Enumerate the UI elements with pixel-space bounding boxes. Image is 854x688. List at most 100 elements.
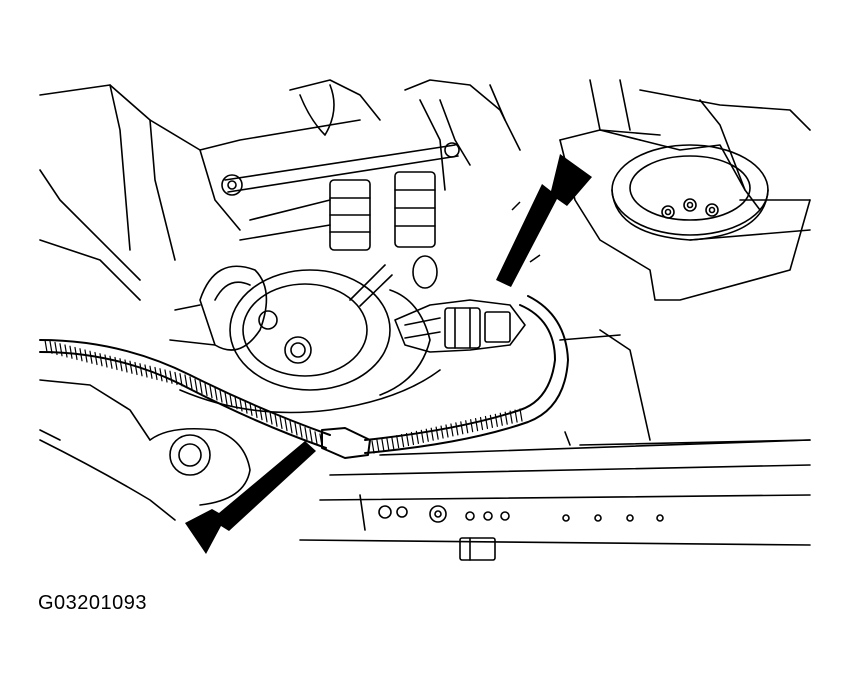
harness-rib	[225, 392, 227, 404]
harness-rib	[65, 345, 67, 357]
harness-rib	[320, 434, 322, 446]
harness-rib	[125, 360, 127, 372]
bolt-icon	[662, 206, 674, 218]
harness-rib	[115, 358, 117, 370]
harness-rib	[500, 413, 502, 425]
harness-rib	[466, 421, 468, 433]
harness-rib	[70, 346, 72, 358]
harness-rib	[446, 425, 448, 437]
harness-rib	[411, 432, 413, 444]
harness-rib	[426, 429, 428, 441]
harness-rib	[382, 439, 384, 451]
harness-rib	[471, 420, 473, 432]
harness-rib	[55, 343, 57, 355]
harness-rib	[505, 412, 507, 424]
harness-rib	[105, 355, 107, 367]
harness-rib	[140, 364, 142, 376]
harness-rib	[180, 374, 182, 386]
harness-rib	[220, 390, 222, 402]
harness-rib	[50, 341, 52, 353]
harness-rib	[461, 422, 463, 434]
harness-rib	[200, 381, 202, 393]
rail-clip	[460, 538, 495, 560]
harness-rib	[215, 388, 217, 400]
harness-rib	[402, 435, 404, 447]
harness-rib	[515, 410, 517, 422]
harness-rib	[210, 386, 212, 398]
harness-rib	[135, 363, 137, 375]
bolt-icon	[706, 204, 718, 216]
harness-rib	[377, 440, 379, 452]
harness-rib	[85, 350, 87, 362]
mounting-rod	[222, 143, 459, 195]
harness-rib	[295, 423, 297, 435]
harness-rib	[230, 395, 232, 407]
harness-rib	[255, 406, 257, 418]
harness-rib	[285, 419, 287, 431]
harness-rib	[481, 418, 483, 430]
harness-rib	[280, 416, 282, 428]
wiring-harness	[40, 296, 568, 458]
harness-rib	[290, 421, 292, 433]
harness-rib	[175, 373, 177, 385]
harness-rib	[485, 416, 487, 428]
harness-rib	[451, 424, 453, 436]
harness-rib	[75, 348, 77, 360]
harness-rib	[490, 415, 492, 427]
harness-rib	[120, 359, 122, 371]
harness-rib	[510, 411, 512, 423]
arrow-lower-left	[185, 441, 316, 554]
harness-rib	[45, 340, 47, 352]
harness-rib	[520, 409, 522, 421]
harness-rib	[275, 414, 277, 426]
harness-rib	[100, 354, 102, 366]
lower-frame-rail	[40, 330, 810, 560]
harness-rib	[407, 434, 409, 446]
harness-rib	[436, 427, 438, 439]
harness-rib	[150, 366, 152, 378]
harness-rib	[421, 430, 423, 442]
harness-rib	[270, 412, 272, 424]
harness-rib	[495, 414, 497, 426]
harness-rib	[431, 428, 433, 440]
rail-fastener	[379, 506, 391, 518]
bolt-icon	[684, 199, 696, 211]
harness-rib	[387, 438, 389, 450]
harness-rib	[190, 377, 192, 389]
vehicle-structure-outline	[40, 80, 810, 300]
harness-rib	[165, 370, 167, 382]
harness-rib	[265, 410, 267, 422]
arrow-upper-right	[496, 154, 592, 287]
harness-rib	[60, 344, 62, 356]
harness-rib	[397, 436, 399, 448]
harness-rib	[250, 403, 252, 415]
harness-rib	[205, 384, 207, 396]
harness-rib	[416, 431, 418, 443]
harness-rib	[456, 423, 458, 435]
harness-rib	[235, 397, 237, 409]
harness-rib	[240, 399, 242, 411]
figure-id-label: G03201093	[38, 592, 148, 614]
harness-rib	[305, 427, 307, 439]
harness-rib	[110, 356, 112, 368]
harness-rib	[300, 425, 302, 437]
sensor-housing	[170, 256, 440, 413]
harness-ribbing	[45, 340, 522, 453]
harness-rib	[315, 432, 317, 444]
harness-rib	[476, 419, 478, 431]
harness-rib	[155, 368, 157, 380]
harness-rib	[170, 371, 172, 383]
harness-rib	[392, 437, 394, 449]
harness-rib	[260, 408, 262, 420]
harness-rib	[130, 361, 132, 373]
electrical-connector	[395, 300, 525, 352]
harness-rib	[95, 353, 97, 365]
harness-rib	[80, 349, 82, 361]
harness-rib	[310, 430, 312, 442]
harness-rib	[245, 401, 247, 413]
lower-mount	[40, 380, 250, 520]
ribbed-blocks	[240, 172, 435, 250]
harness-rib	[372, 441, 374, 453]
harness-rib	[195, 379, 197, 391]
